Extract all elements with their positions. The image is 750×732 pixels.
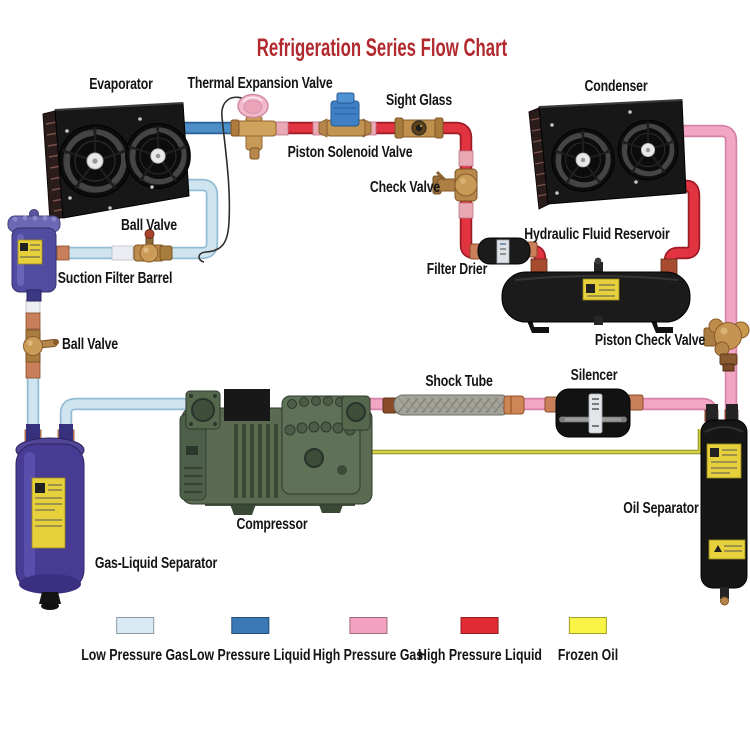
label-check-valve: Check Valve: [369, 179, 441, 196]
label-evaporator: Evaporator: [89, 76, 153, 93]
suction-filter-barrel: [7, 209, 61, 302]
label-ball-valve-top: Ball Valve: [120, 217, 178, 234]
legend-label: High Pressure Liquid: [418, 647, 542, 664]
label-silencer: Silencer: [570, 367, 618, 384]
legend-label: High Pressure Gas: [312, 647, 424, 664]
legend-item-high-pressure-gas: High Pressure Gas: [296, 617, 439, 665]
legend-label: Low Pressure Liquid: [189, 647, 311, 664]
label-hydraulic-fluid-reservoir: Hydraulic Fluid Reservoir: [524, 226, 670, 243]
legend-swatch-high-pressure-liquid: [460, 617, 499, 634]
legend-item-low-pressure-liquid: Low Pressure Liquid: [171, 617, 328, 665]
pipe-frozen-oil: [352, 429, 703, 455]
hydraulic-fluid-reservoir: [501, 257, 691, 333]
shock-tube: [382, 394, 525, 416]
oil-separator: [700, 404, 748, 606]
legend-swatch-high-pressure-gas: [348, 617, 387, 634]
legend-swatch-low-pressure-liquid: [230, 617, 269, 634]
compressor: [179, 389, 373, 515]
page-title: Refrigeration Series Flow Chart: [256, 34, 508, 62]
ball-valve-left: [23, 329, 59, 363]
label-filter-drier: Filter Drier: [426, 261, 488, 278]
label-oil-separator: Oil Separator: [623, 500, 699, 517]
legend-label: Frozen Oil: [557, 647, 619, 664]
evaporator-unit: [42, 102, 190, 222]
tev-capillary-line: [198, 96, 250, 263]
label-suction-filter-barrel: Suction Filter Barrel: [57, 270, 173, 287]
legend-item-frozen-oil: Frozen Oil: [549, 617, 627, 665]
silencer: [544, 388, 644, 438]
sight-glass: [394, 117, 444, 139]
filter-drier: [469, 237, 538, 265]
label-sight-glass: Sight Glass: [385, 92, 453, 109]
legend-item-high-pressure-liquid: High Pressure Liquid: [400, 617, 561, 665]
legend-swatch-low-pressure-gas: [116, 617, 154, 634]
legend-label: Low Pressure Gas: [81, 647, 189, 664]
legend-swatch-frozen-oil: [568, 617, 607, 634]
condenser-unit: [528, 99, 687, 210]
label-ball-valve-left: Ball Valve: [61, 336, 119, 353]
label-piston-check-valve: Piston Check Valve: [594, 332, 706, 349]
label-shock-tube: Shock Tube: [425, 373, 493, 390]
label-compressor: Compressor: [236, 516, 308, 533]
piston-solenoid-valve: [318, 92, 372, 138]
ball-valve-top: [133, 229, 173, 263]
check-valve: [432, 168, 478, 202]
label-gas-liquid-separator: Gas-Liquid Separator: [94, 555, 218, 572]
legend-item-low-pressure-gas: Low Pressure Gas: [65, 617, 205, 665]
label-thermal-expansion-valve: Thermal Expansion Valve: [187, 75, 333, 92]
thermal-expansion-valve: [198, 93, 277, 263]
label-piston-solenoid-valve: Piston Solenoid Valve: [287, 144, 413, 161]
label-condenser: Condenser: [584, 78, 648, 95]
gas-liquid-separator: [15, 424, 85, 610]
piston-check-valve: [703, 318, 750, 372]
